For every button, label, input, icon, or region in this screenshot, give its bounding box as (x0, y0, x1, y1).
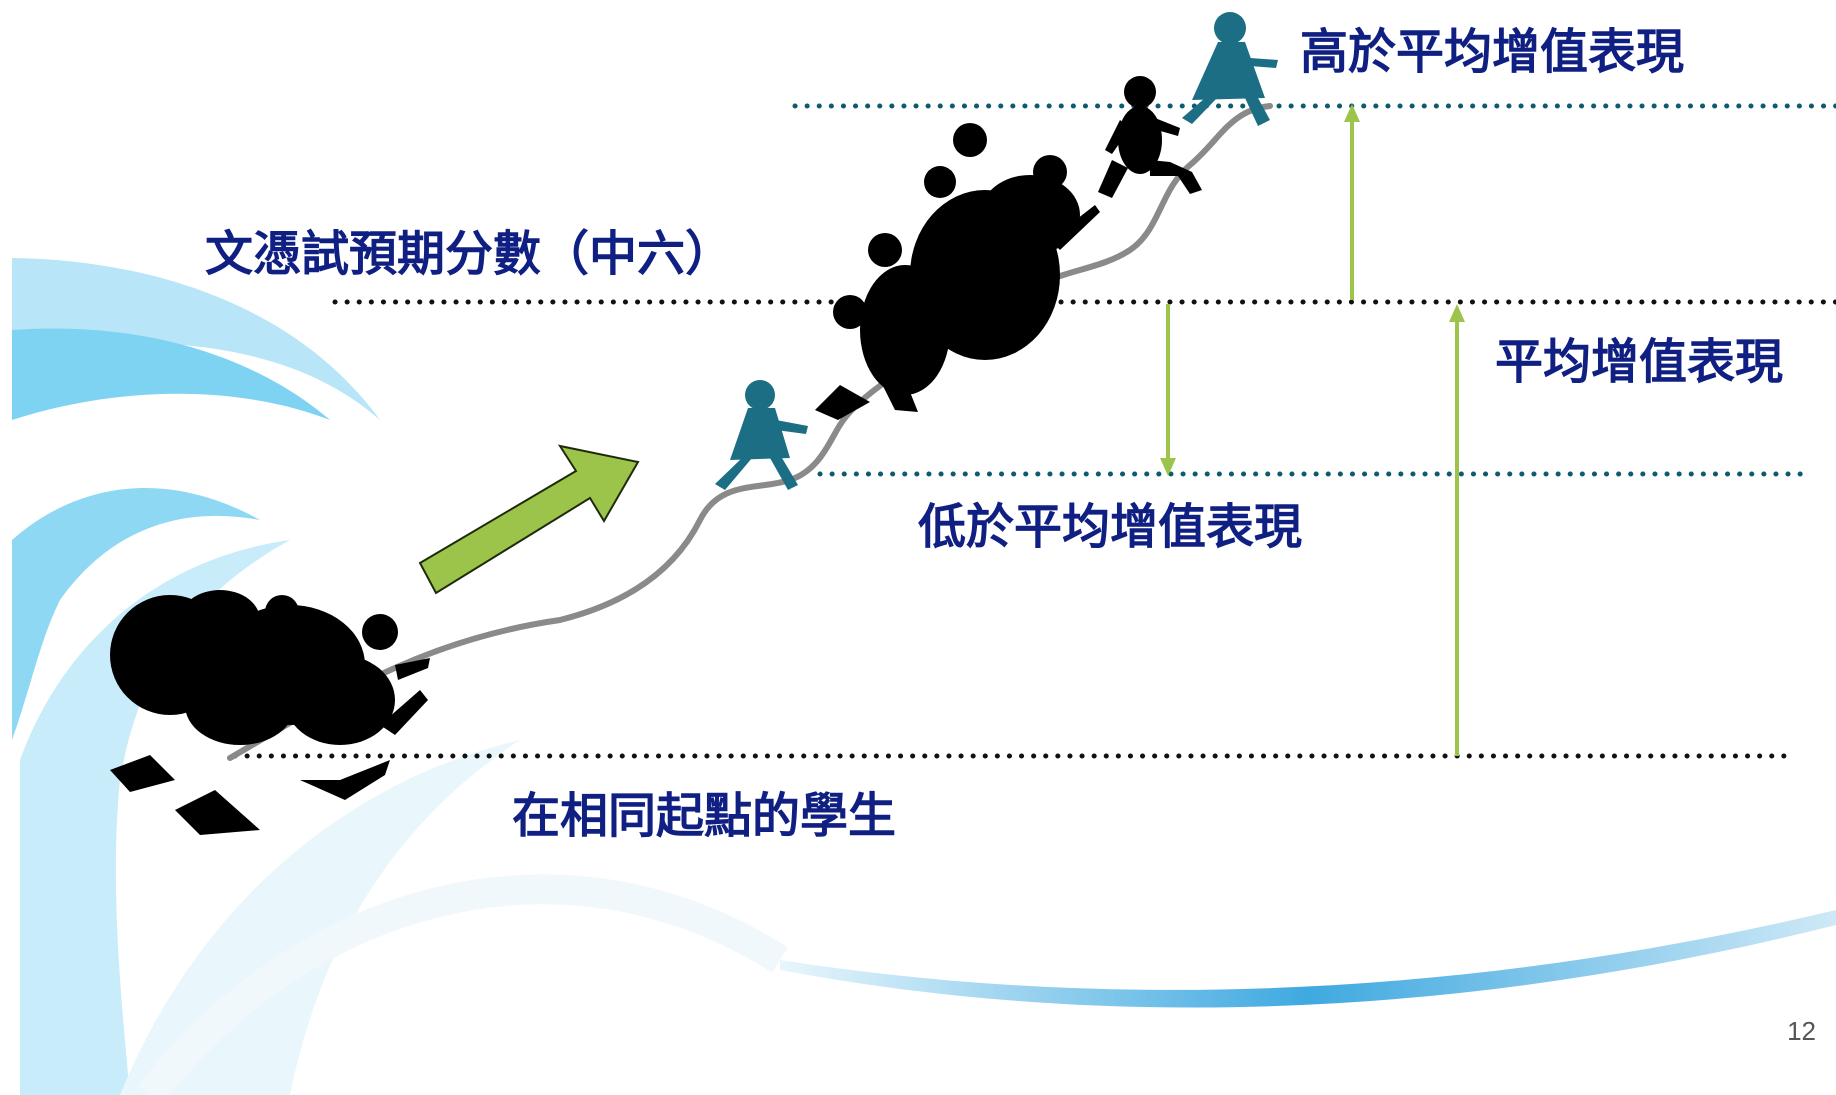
label-above-average: 高於平均增值表現 (1300, 24, 1684, 80)
running-children-group-icon (815, 123, 1100, 420)
label-expected-score: 文憑試預期分數（中六） (205, 226, 733, 282)
up-right-arrow-icon (418, 444, 640, 595)
label-start-point: 在相同起點的學生 (512, 788, 896, 844)
running-girl-icon (715, 380, 808, 490)
background-swoosh (12, 258, 1836, 1095)
page-number: 12 (1787, 1016, 1816, 1046)
label-below-average: 低於平均增值表現 (918, 499, 1302, 555)
progress-path (227, 103, 1273, 761)
arrow-expected-to-below (1160, 304, 1176, 476)
arrow-start-to-expected (1449, 304, 1465, 756)
running-children-group-icon (110, 590, 430, 835)
label-average: 平均增值表現 (1495, 334, 1783, 390)
running-girl-icon (1182, 12, 1278, 126)
running-boy-icon (1098, 76, 1202, 198)
arrow-expected-to-above (1344, 104, 1360, 300)
